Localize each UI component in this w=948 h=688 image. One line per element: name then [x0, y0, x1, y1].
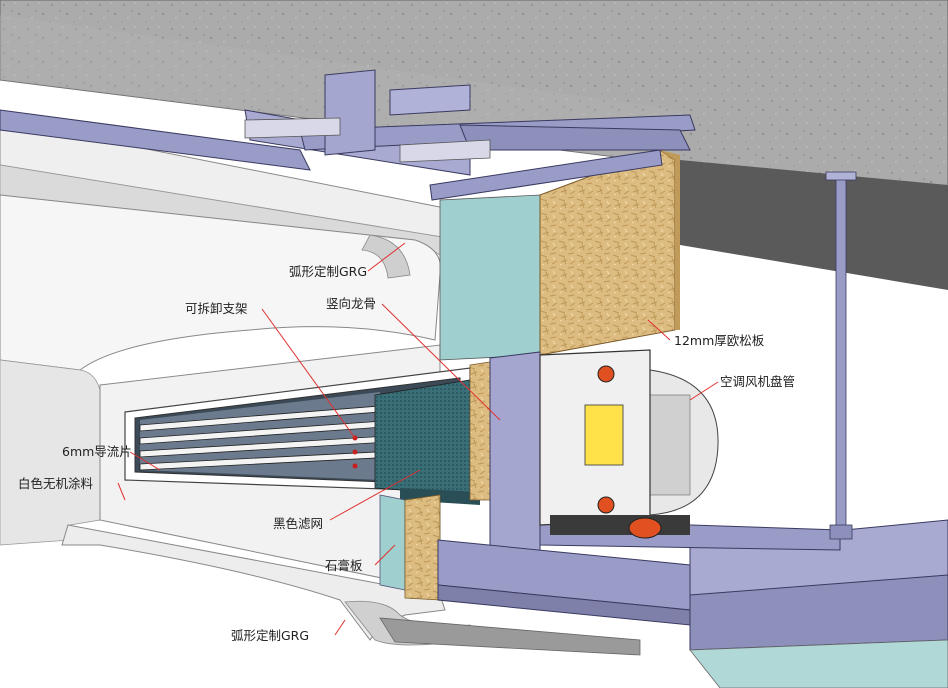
fan-coil-unit — [539, 349, 719, 539]
steel-frame — [0, 69, 948, 651]
callout-labels: 弧形定制GRG 可拆卸支架 竖向龙骨 12mm厚欧松板 空调风机盘管 6mm导流… — [18, 264, 795, 643]
hanger-rod — [825, 171, 857, 540]
label-black-filter: 黑色滤网 — [273, 516, 323, 531]
label-removable-bracket: 可拆卸支架 — [185, 301, 248, 316]
grg-lower-trim — [61, 524, 641, 656]
label-gypsum-board: 石膏板 — [325, 558, 363, 573]
label-deflector: 6mm导流片 — [62, 444, 132, 459]
ceiling-board — [689, 639, 948, 688]
grg-upper-soffit — [0, 119, 481, 371]
label-white-paint: 白色无机涂料 — [18, 476, 94, 491]
gypsum-board-panel — [379, 194, 541, 591]
leader-lines — [117, 242, 719, 636]
label-fan-coil: 空调风机盘管 — [720, 374, 795, 389]
bracket-plates — [244, 117, 491, 163]
label-osb-board: 12mm厚欧松板 — [674, 333, 765, 348]
osb-boards — [404, 149, 680, 601]
label-vertical-keel: 竖向龙骨 — [326, 296, 376, 311]
label-grg-bottom: 弧形定制GRG — [231, 628, 309, 643]
label-grg-top: 弧形定制GRG — [289, 264, 367, 279]
